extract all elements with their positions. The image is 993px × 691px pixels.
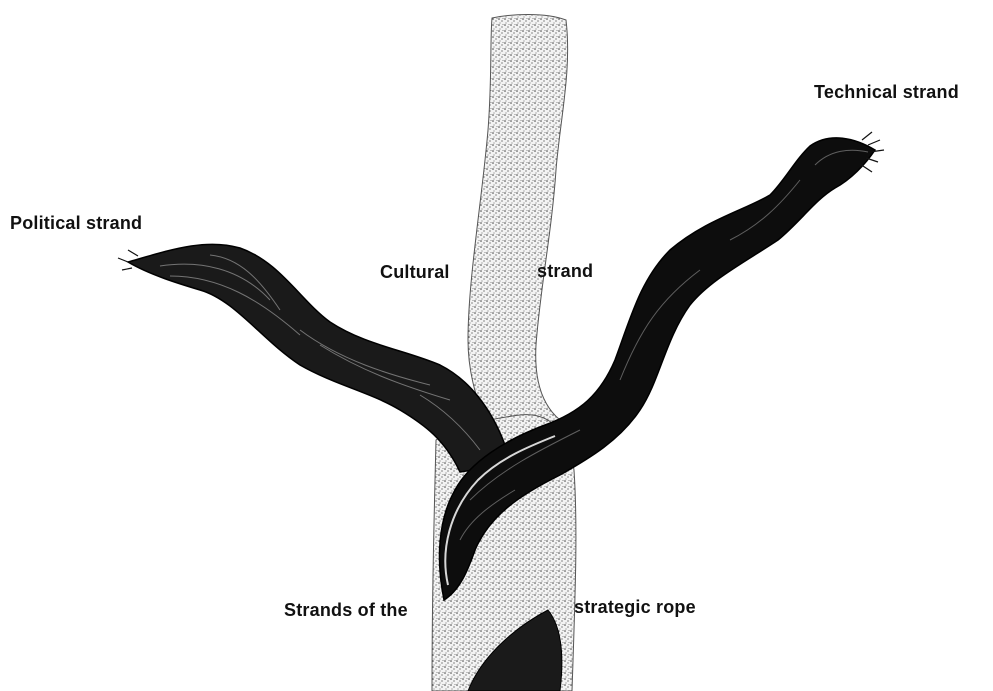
cultural-strand [468, 15, 568, 451]
cultural-strand-label-right: strand [537, 261, 593, 282]
technical-strand-label: Technical strand [814, 82, 959, 103]
political-strand-label: Political strand [10, 213, 142, 234]
strategic-rope-label-right: strategic rope [574, 597, 696, 618]
strategic-rope-label-left: Strands of the [284, 600, 408, 621]
cultural-strand-label-left: Cultural [380, 262, 450, 283]
